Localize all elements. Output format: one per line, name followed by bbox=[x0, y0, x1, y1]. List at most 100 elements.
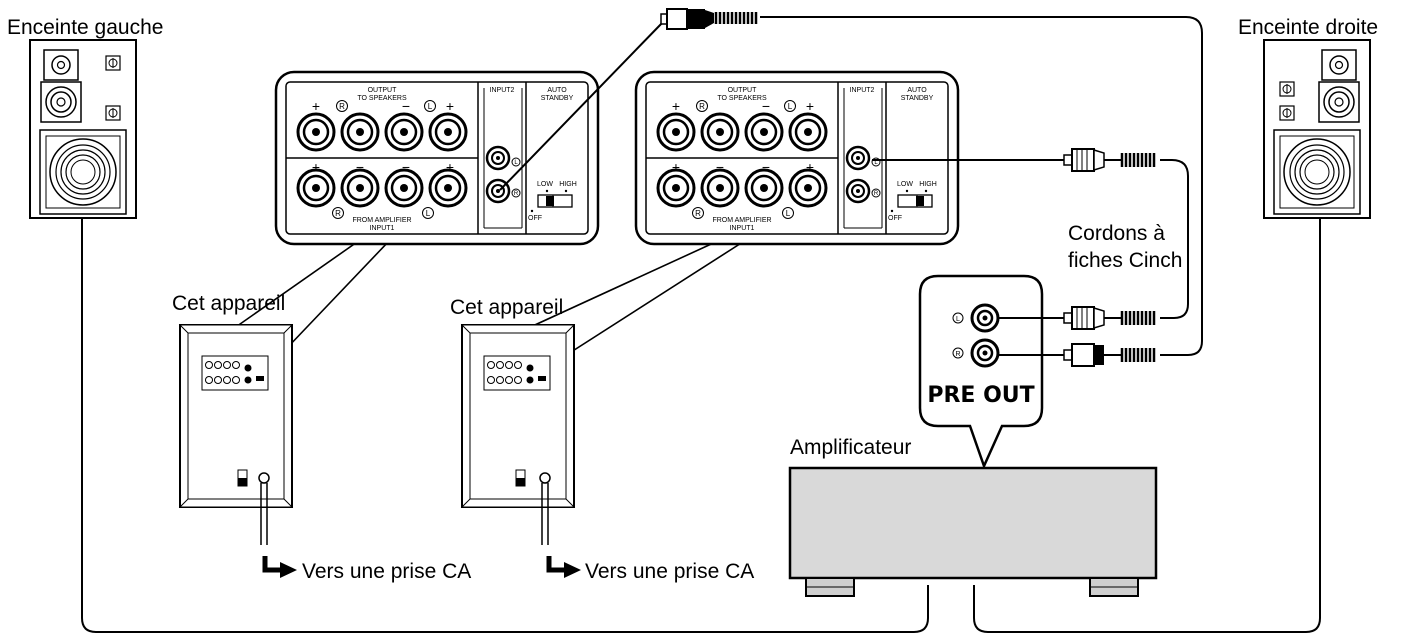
right-speaker bbox=[1263, 39, 1371, 219]
power-cord bbox=[541, 483, 549, 545]
polarity-plus: + bbox=[806, 159, 814, 175]
high-label: HIGH bbox=[919, 181, 937, 188]
input2-label: INPUT2 bbox=[850, 87, 875, 94]
low-label: LOW bbox=[537, 181, 553, 188]
rca-cable-bottom bbox=[872, 159, 1189, 319]
polarity-minus: − bbox=[402, 159, 410, 175]
channel-l-icon: L bbox=[422, 207, 434, 219]
svg-text:L: L bbox=[514, 160, 518, 166]
svg-text:R: R bbox=[335, 209, 341, 218]
low-label: LOW bbox=[897, 181, 913, 188]
svg-text:R: R bbox=[955, 351, 960, 358]
high-label: HIGH bbox=[559, 181, 577, 188]
to-speakers-label: TO SPEAKERS bbox=[717, 95, 767, 102]
svg-text:L: L bbox=[426, 209, 431, 218]
svg-text:L: L bbox=[786, 209, 791, 218]
polarity-plus: + bbox=[446, 159, 454, 175]
left-speaker bbox=[29, 39, 137, 219]
channel-r-icon: R bbox=[871, 188, 881, 198]
left-speaker-label: Enceinte gauche bbox=[7, 16, 164, 39]
ac-arrow-icon bbox=[262, 556, 297, 578]
midrange-icon bbox=[40, 81, 82, 123]
input2-label: INPUT2 bbox=[490, 87, 515, 94]
output-label: OUTPUT bbox=[728, 87, 758, 94]
unit-right-label: Cet appareil bbox=[450, 296, 564, 319]
polarity-minus: − bbox=[762, 98, 770, 114]
mini-terminal-panel bbox=[201, 355, 269, 391]
mini-terminal-panel bbox=[483, 355, 551, 391]
svg-text:L: L bbox=[874, 160, 878, 166]
rca-jack-pre-out-r bbox=[970, 338, 1000, 368]
svg-text:R: R bbox=[695, 209, 701, 218]
ac-arrow-icon bbox=[546, 556, 581, 578]
channel-l-icon: L bbox=[952, 312, 964, 324]
tweeter-icon bbox=[43, 49, 79, 81]
input1-label: INPUT1 bbox=[730, 225, 755, 232]
woofer-icon bbox=[39, 129, 127, 215]
rear-panel-right: OUTPUT TO SPEAKERS INPUT2 AUTO STANDBY F… bbox=[634, 70, 960, 246]
level-knob-icon bbox=[1279, 81, 1295, 121]
channel-r-icon: R bbox=[696, 100, 708, 112]
channel-l-icon: L bbox=[511, 157, 521, 167]
standby-label: STANDBY bbox=[901, 95, 934, 102]
rca-plug-icon bbox=[1063, 148, 1156, 172]
svg-text:R: R bbox=[339, 102, 345, 111]
tweeter-icon bbox=[1321, 49, 1357, 81]
speaker-terminal-output bbox=[296, 112, 468, 152]
channel-l-icon: L bbox=[784, 100, 796, 112]
rca-plug-icon bbox=[1063, 306, 1156, 330]
from-amplifier-label: FROM AMPLIFIER bbox=[352, 217, 411, 224]
polarity-minus: − bbox=[716, 159, 724, 175]
woofer-icon bbox=[1273, 129, 1361, 215]
rca-jack-input2 bbox=[485, 145, 511, 204]
channel-l-icon: L bbox=[424, 100, 436, 112]
unit-left-label: Cet appareil bbox=[172, 292, 286, 315]
input1-label: INPUT1 bbox=[370, 225, 395, 232]
output-label: OUTPUT bbox=[368, 87, 398, 94]
svg-text:L: L bbox=[956, 316, 960, 323]
channel-r-icon: R bbox=[332, 207, 344, 219]
rca-cords-label: Cordons à fiches Cinch bbox=[1068, 222, 1183, 272]
channel-r-icon: R bbox=[952, 347, 964, 359]
speaker-cable-right bbox=[973, 219, 1321, 633]
auto-label: AUTO bbox=[907, 87, 927, 94]
polarity-minus: − bbox=[402, 98, 410, 114]
subwoofer-unit-left bbox=[178, 324, 294, 545]
midrange-icon bbox=[1318, 81, 1360, 123]
polarity-plus: + bbox=[806, 98, 814, 114]
channel-l-icon: L bbox=[782, 207, 794, 219]
amplifier-label: Amplificateur bbox=[790, 436, 912, 459]
right-speaker-label: Enceinte droite bbox=[1238, 16, 1379, 39]
rca-jack-pre-out-l bbox=[970, 303, 1000, 333]
to-speakers-label: TO SPEAKERS bbox=[357, 95, 407, 102]
rca-cable-top bbox=[499, 16, 1203, 356]
polarity-minus: − bbox=[762, 159, 770, 175]
standby-switch bbox=[897, 194, 933, 208]
pre-out-label: PRE OUT bbox=[927, 383, 1034, 408]
amplifier bbox=[788, 466, 1158, 597]
svg-text:L: L bbox=[788, 102, 793, 111]
channel-r-icon: R bbox=[336, 100, 348, 112]
rca-plug-icon bbox=[1063, 343, 1156, 367]
off-label: OFF bbox=[528, 215, 542, 222]
polarity-plus: + bbox=[312, 159, 320, 175]
channel-r-icon: R bbox=[692, 207, 704, 219]
ac-outlet-right-label: Vers une prise CA bbox=[585, 560, 755, 583]
polarity-plus: + bbox=[672, 159, 680, 175]
channel-l-icon: L bbox=[871, 157, 881, 167]
auto-label: AUTO bbox=[547, 87, 567, 94]
speaker-terminal-input bbox=[296, 168, 468, 208]
off-label: OFF bbox=[888, 215, 902, 222]
polarity-plus: + bbox=[672, 98, 680, 114]
subwoofer-unit-right bbox=[460, 324, 576, 545]
svg-text:L: L bbox=[428, 102, 433, 111]
channel-r-icon: R bbox=[511, 188, 521, 198]
ac-outlet-left-label: Vers une prise CA bbox=[302, 560, 472, 583]
rear-panel-left: OUTPUT TO SPEAKERS INPUT2 AUTO STANDBY F… bbox=[274, 70, 600, 246]
polarity-minus: − bbox=[356, 159, 364, 175]
rca-jack-input2 bbox=[845, 145, 871, 204]
speaker-terminal-input bbox=[656, 168, 828, 208]
pre-out-callout: L R PRE OUT bbox=[918, 274, 1064, 470]
from-amplifier-label: FROM AMPLIFIER bbox=[712, 217, 771, 224]
